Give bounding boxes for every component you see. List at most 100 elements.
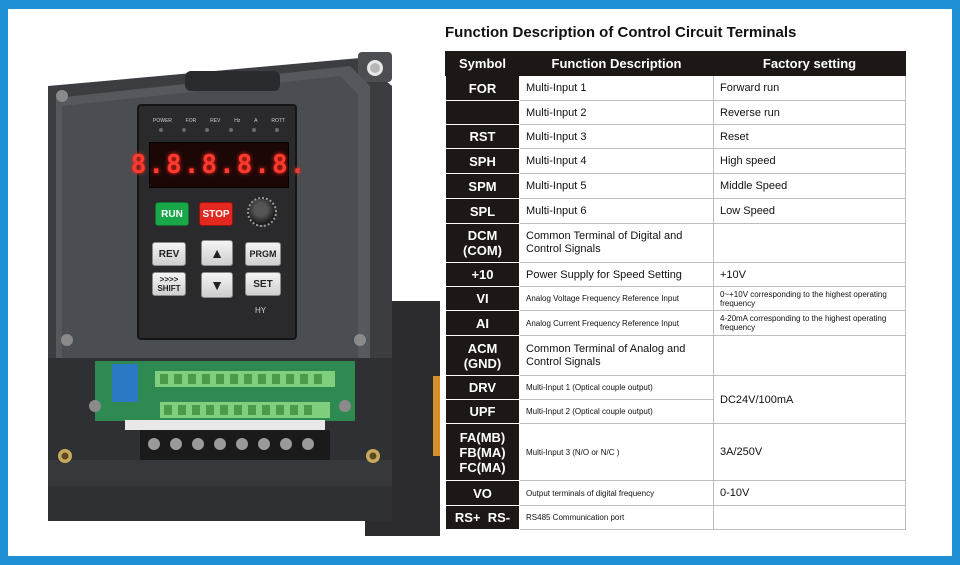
- symbol-line: FB(MA): [459, 444, 506, 460]
- description-cell: Output terminals of digital frequency: [519, 480, 714, 506]
- description-cell: Multi-Input 1 (Optical couple output): [519, 375, 714, 400]
- indicator-led: [182, 128, 187, 132]
- symbol-cell: SPL: [445, 198, 520, 224]
- description-cell: Multi-Input 1: [519, 75, 714, 101]
- indicator-rott-label: ROTT: [271, 118, 285, 124]
- symbol-line: ACM: [467, 340, 498, 356]
- factory-cell: 3A/250V: [713, 423, 906, 481]
- indicator-rev-label: REV: [210, 118, 221, 124]
- symbol-cell: ACM(GND): [445, 335, 520, 376]
- description-cell: Analog Current Frequency Reference Input: [519, 310, 714, 336]
- description-header: Function Description: [519, 51, 714, 76]
- factory-cell: [713, 223, 906, 263]
- description-cell: Multi-Input 3 (N/O or N/C ): [519, 423, 714, 481]
- run-button[interactable]: RUN: [155, 202, 189, 226]
- indicator-led: [274, 128, 279, 132]
- description-cell: Multi-Input 2 (Optical couple output): [519, 399, 714, 424]
- indicator-for-label: FOR: [185, 118, 197, 124]
- description-cell: Multi-Input 4: [519, 148, 714, 174]
- brand-label: HY: [255, 306, 267, 315]
- table-row: ACM(GND) Common Terminal of Analog and C…: [445, 335, 906, 376]
- symbol-cell: +10: [445, 262, 520, 287]
- symbol-cell: UPF: [445, 399, 520, 424]
- factory-cell: 4-20mA corresponding to the highest oper…: [713, 310, 906, 336]
- indicator-led: [205, 128, 210, 132]
- table-row: VI Analog Voltage Frequency Reference In…: [445, 286, 906, 311]
- symbol-header: Symbol: [445, 51, 520, 76]
- factory-cell: 0-10V: [713, 480, 906, 506]
- table-title: Function Description of Control Circuit …: [445, 24, 797, 41]
- table-row: FOR Multi-Input 1 Forward run: [445, 75, 906, 101]
- speed-knob[interactable]: [247, 197, 277, 227]
- description-cell: Multi-Input 5: [519, 173, 714, 199]
- description-cell: Multi-Input 6: [519, 198, 714, 224]
- symbol-cell: RS+ RS-: [445, 505, 520, 530]
- symbol-cell: RST: [445, 124, 520, 149]
- symbol-line: DCM: [467, 228, 498, 243]
- symbol-line: (GND): [463, 355, 502, 371]
- shift-arrows-icon: >>>>: [159, 275, 179, 284]
- factory-cell: +10V: [713, 262, 906, 287]
- inverter-photo: POWER FOR REV Hz A ROTT 8.8.8.8.8. RUN S…: [40, 46, 440, 536]
- indicator-a-label: A: [254, 118, 258, 124]
- description-cell: Multi-Input 2: [519, 100, 714, 125]
- indicator-led: [251, 128, 256, 132]
- set-button[interactable]: SET: [245, 272, 281, 296]
- factory-cell: Middle Speed: [713, 173, 906, 199]
- symbol-line: FC(MA): [459, 459, 506, 475]
- symbol-cell: FA(MB)FB(MA)FC(MA): [445, 423, 520, 481]
- symbol-cell: SPM: [445, 173, 520, 199]
- table-row: SPL Multi-Input 6 Low Speed: [445, 198, 906, 224]
- description-cell: Multi-Input 3: [519, 124, 714, 149]
- indicator-labels: POWER FOR REV Hz A ROTT: [153, 118, 285, 124]
- down-arrow-button[interactable]: ▼: [201, 272, 233, 298]
- symbol-cell: FOR: [445, 75, 520, 101]
- symbol-cell: AI: [445, 310, 520, 336]
- symbol-cell: DRV: [445, 375, 520, 400]
- description-cell: Analog Voltage Frequency Reference Input: [519, 286, 714, 311]
- symbol-line: FA(MB): [459, 429, 506, 445]
- table-row: SPH Multi-Input 4 High speed: [445, 148, 906, 174]
- description-cell: Power Supply for Speed Setting: [519, 262, 714, 287]
- rev-button[interactable]: REV: [152, 242, 186, 266]
- terminal-table: Symbol Function Description Factory sett…: [445, 51, 906, 530]
- shift-button[interactable]: >>>> SHIFT: [152, 272, 186, 296]
- factory-cell: Forward run: [713, 75, 906, 101]
- keypad-panel: POWER FOR REV Hz A ROTT 8.8.8.8.8. RUN S…: [131, 104, 305, 340]
- description-cell: Common Terminal of Digital and Control S…: [519, 223, 714, 263]
- factory-cell: Low Speed: [713, 198, 906, 224]
- table-row: FA(MB)FB(MA)FC(MA) Multi-Input 3 (N/O or…: [445, 423, 906, 481]
- up-arrow-button[interactable]: ▲: [201, 240, 233, 266]
- symbol-cell: SPH: [445, 148, 520, 174]
- factory-cell: High speed: [713, 148, 906, 174]
- indicator-led: [159, 128, 163, 132]
- symbol-cell: VI: [445, 286, 520, 311]
- symbol-line: (COM): [463, 243, 502, 258]
- table-header-row: Symbol Function Description Factory sett…: [445, 51, 906, 76]
- description-cell: Common Terminal of Analog and Control Si…: [519, 335, 714, 376]
- led-display: 8.8.8.8.8.: [131, 142, 305, 188]
- factory-header: Factory setting: [713, 51, 906, 76]
- description-cell: RS485 Communication port: [519, 505, 714, 530]
- table-row: DRV Multi-Input 1 (Optical couple output…: [445, 375, 906, 424]
- table-row: +10 Power Supply for Speed Setting +10V: [445, 262, 906, 287]
- symbol-cell: DCM(COM): [445, 223, 520, 263]
- factory-cell: [713, 505, 906, 530]
- factory-cell: 0~+10V corresponding to the highest oper…: [713, 286, 906, 311]
- prgm-button[interactable]: PRGM: [245, 242, 281, 266]
- shift-label: SHIFT: [157, 284, 181, 293]
- indicator-leds: [159, 128, 279, 132]
- indicator-power-label: POWER: [153, 118, 172, 124]
- table-row: VO Output terminals of digital frequency…: [445, 480, 906, 506]
- table-row: SPM Multi-Input 5 Middle Speed: [445, 173, 906, 199]
- table-row: RS+ RS- RS485 Communication port: [445, 505, 906, 530]
- indicator-hz-label: Hz: [234, 118, 241, 124]
- factory-cell: [713, 335, 906, 376]
- table-row: UPF Multi-Input 2 (Optical couple output…: [445, 399, 906, 424]
- table-row: DCM(COM) Common Terminal of Digital and …: [445, 223, 906, 263]
- symbol-cell: [445, 100, 520, 125]
- stop-button[interactable]: STOP: [199, 202, 233, 226]
- factory-cell: Reverse run: [713, 100, 906, 125]
- factory-cell: DC24V/100mA: [713, 375, 906, 424]
- table-row: RST Multi-Input 3 Reset: [445, 124, 906, 149]
